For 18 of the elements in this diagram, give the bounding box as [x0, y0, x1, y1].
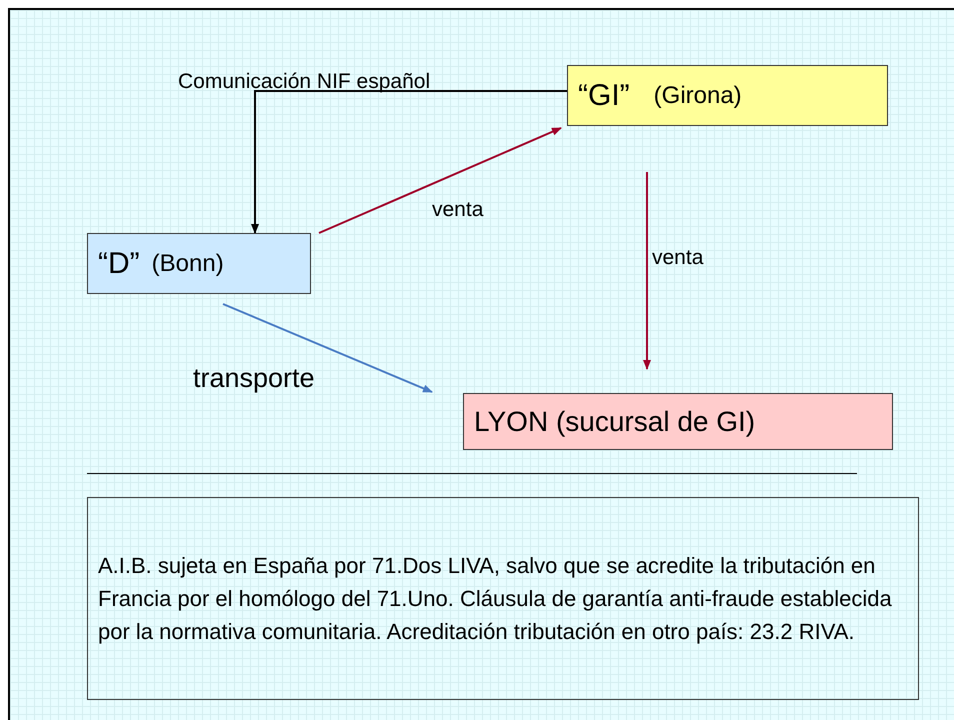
entity-box [87, 233, 311, 294]
note-box [87, 497, 919, 700]
entity-name: “GI” [578, 78, 630, 112]
arrow [318, 127, 562, 234]
entity-name: “D” [98, 246, 140, 280]
edge-label: venta [652, 246, 704, 270]
entity-location: (Bonn) [152, 250, 224, 278]
entity-box [567, 65, 888, 126]
edge-label: transporte [193, 363, 315, 394]
arrow [251, 90, 567, 234]
entity-box [463, 393, 893, 450]
arrow [643, 172, 651, 370]
edge-label: Comunicación NIF español [178, 70, 430, 94]
arrow [222, 303, 433, 393]
edge-label: venta [432, 198, 484, 222]
entity-location: (Girona) [654, 82, 742, 110]
entity-name: LYON (sucursal de GI) [474, 406, 756, 438]
note-text: A.I.B. sujeta en España por 71.Dos LIVA, salvo que se acredite la tributación en Francia por el homólogo del 71.Uno. Cláusula de garantía anti-fraude establecida por la normativa comunitaria. Acreditación tributación en otro país: 23.2 RIVA. [98, 552, 893, 646]
